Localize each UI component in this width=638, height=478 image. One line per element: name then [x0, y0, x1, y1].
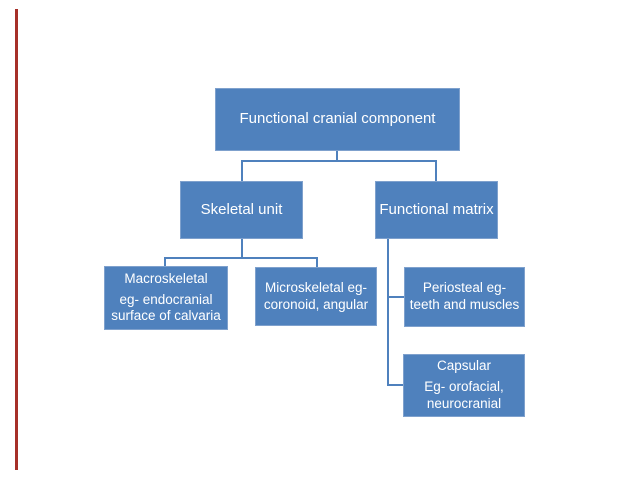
connector-to-macroskeletal [164, 257, 166, 267]
left-accent-bar [15, 9, 18, 470]
connector-to-functional-matrix [435, 160, 437, 181]
node-example: eg- endocranial surface of calvaria [111, 291, 221, 324]
node-label: Periosteal eg- teeth and muscles [409, 280, 520, 312]
connector-level1-horizontal [241, 160, 437, 162]
connector-skeletal-stub [241, 239, 243, 258]
node-microskeletal: Microskeletal eg- coronoid, angular [255, 267, 377, 326]
node-label: Functional cranial component [239, 110, 436, 128]
node-label: Functional matrix [379, 200, 494, 218]
node-label: Microskeletal eg- coronoid, angular [263, 279, 369, 312]
connector-matrix-descender [387, 239, 389, 386]
node-functional-cranial-component: Functional cranial component [215, 88, 460, 151]
node-capsular: Capsular Eg- orofacial, neurocranial [403, 354, 525, 417]
connector-to-periosteal [387, 296, 405, 298]
node-macroskeletal: Macroskeletal eg- endocranial surface of… [104, 266, 228, 330]
connector-level2-horizontal [164, 257, 318, 259]
node-functional-matrix: Functional matrix [375, 181, 498, 239]
node-example: Eg- orofacial, neurocranial [424, 379, 504, 411]
node-label: Skeletal unit [200, 200, 283, 218]
node-periosteal: Periosteal eg- teeth and muscles [404, 267, 525, 327]
node-skeletal-unit: Skeletal unit [180, 181, 303, 239]
connector-root-stub [336, 151, 338, 161]
connector-to-capsular [387, 384, 404, 386]
node-title: Macroskeletal [124, 270, 208, 286]
connector-to-microskeletal [316, 257, 318, 268]
node-title: Capsular [436, 358, 492, 374]
connector-to-skeletal-unit [241, 160, 243, 181]
